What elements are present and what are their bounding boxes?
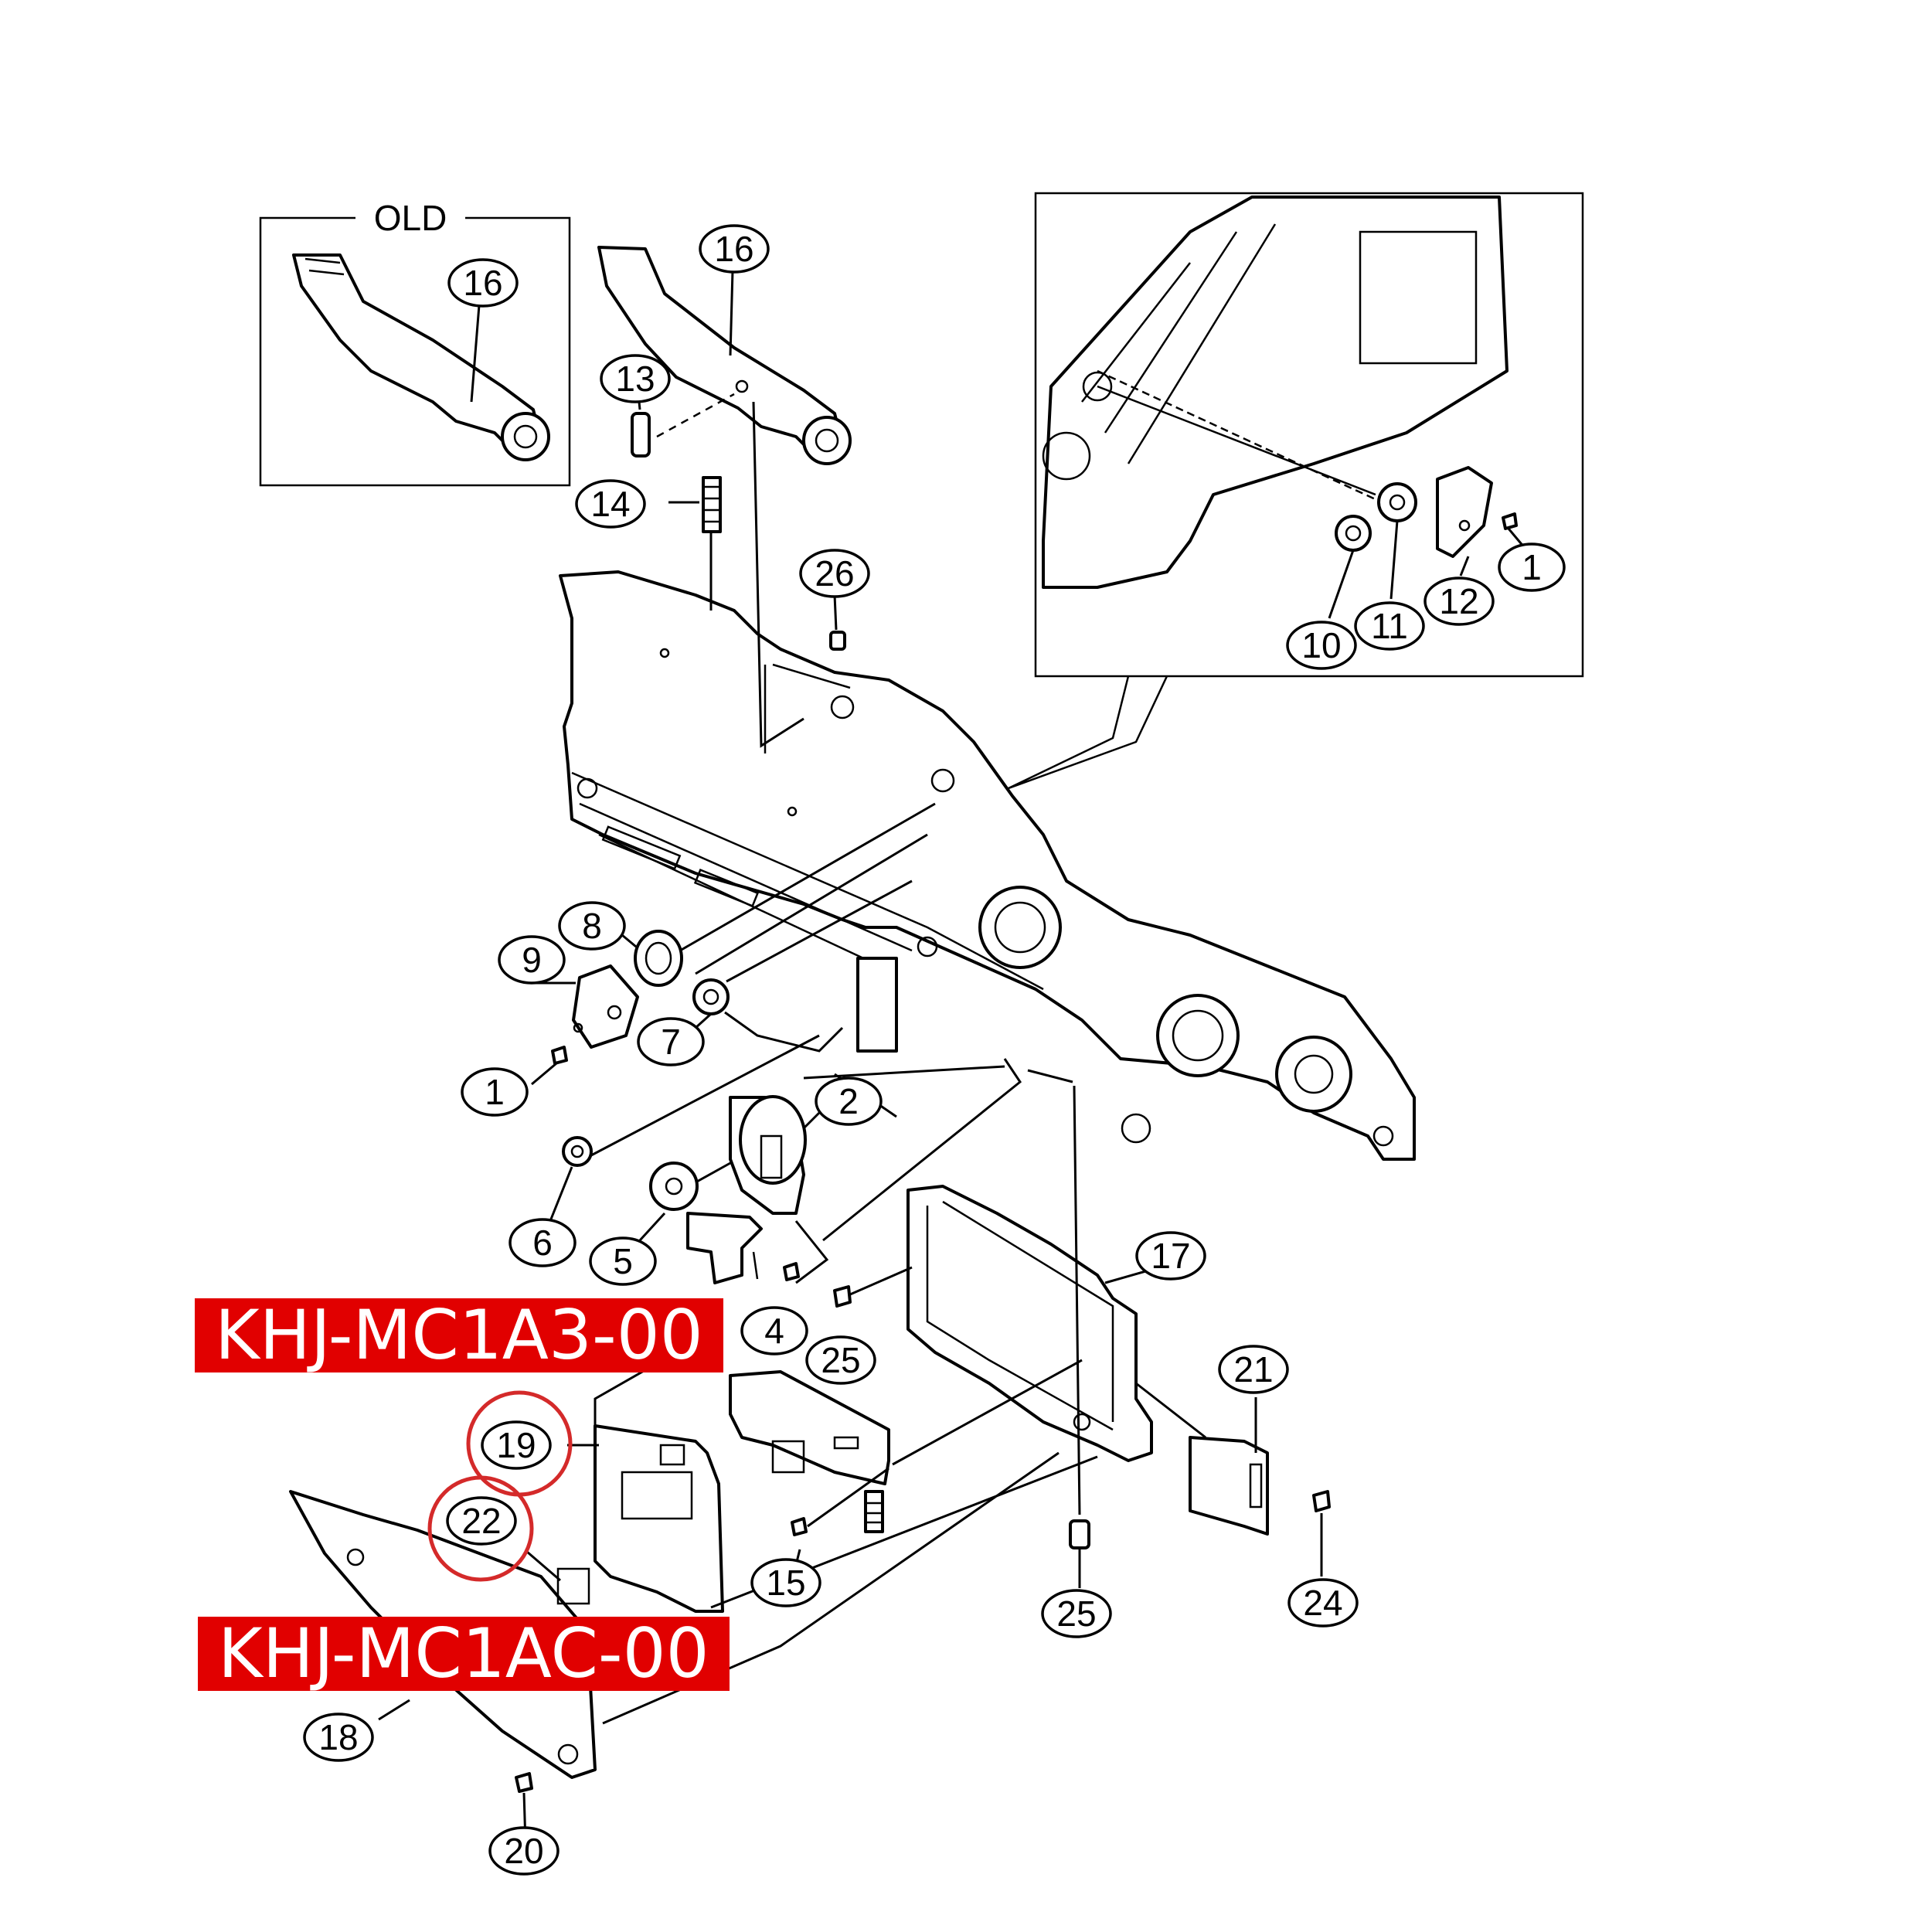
callout-16: 16 (699, 224, 770, 274)
callout-1-top: 1 (1498, 543, 1566, 592)
callout-16-old: 16 (447, 258, 519, 308)
svg-text:21: 21 (1233, 1349, 1273, 1389)
callout-26: 26 (799, 549, 870, 598)
svg-text:20: 20 (504, 1831, 543, 1871)
svg-text:22: 22 (461, 1501, 501, 1541)
connector-part-21 (1189, 1436, 1269, 1536)
screw-part-4 (783, 1262, 800, 1281)
callout-6: 6 (509, 1218, 577, 1267)
screw-part-15 (791, 1517, 808, 1536)
callout-25-bottom: 25 (1041, 1589, 1112, 1638)
svg-text:10: 10 (1301, 625, 1341, 665)
callout-1-left: 1 (461, 1067, 529, 1117)
callout-13: 13 (600, 354, 671, 403)
gear-part-8 (634, 930, 683, 987)
callout-2: 2 (815, 1077, 883, 1126)
screw-part-25-left (833, 1285, 852, 1308)
svg-text:8: 8 (582, 906, 602, 946)
screw-part-1-left (551, 1046, 568, 1065)
highlight-circle-22 (427, 1475, 534, 1582)
pin-part-13 (631, 393, 735, 457)
part-number-banner-lower: KHJ-MC1AC-00 (198, 1617, 730, 1691)
svg-text:26: 26 (815, 553, 854, 594)
svg-text:1: 1 (485, 1072, 505, 1112)
svg-text:19: 19 (496, 1425, 536, 1465)
svg-text:9: 9 (522, 940, 542, 980)
callout-11: 11 (1354, 601, 1425, 651)
gear-part-6 (562, 1136, 593, 1167)
motor-part-2 (686, 1095, 807, 1284)
callout-9: 9 (498, 935, 566, 985)
svg-text:25: 25 (1056, 1594, 1096, 1634)
svg-text:12: 12 (1439, 581, 1478, 621)
detail-inset (1008, 192, 1584, 790)
leader-lines (378, 270, 1530, 1844)
callout-24: 24 (1287, 1578, 1359, 1628)
svg-text:25: 25 (821, 1340, 860, 1380)
part-number-banner-upper: KHJ-MC1A3-00 (195, 1298, 723, 1372)
old-version-inset: OLD (259, 198, 571, 487)
callout-17: 17 (1135, 1231, 1206, 1281)
spring-part-14 (702, 476, 722, 533)
callout-19: 19 (481, 1420, 552, 1470)
screw-part-20 (515, 1772, 533, 1793)
screw-part-24 (1312, 1490, 1331, 1512)
svg-text:7: 7 (661, 1022, 681, 1062)
svg-text:2: 2 (838, 1081, 859, 1121)
svg-text:14: 14 (590, 484, 630, 524)
svg-text:17: 17 (1151, 1236, 1190, 1276)
svg-text:5: 5 (613, 1241, 633, 1281)
callout-5: 5 (589, 1236, 657, 1286)
screw-part-25-bottom (1069, 1519, 1090, 1549)
svg-text:15: 15 (766, 1563, 805, 1603)
callout-14: 14 (575, 479, 646, 529)
callout-12: 12 (1423, 577, 1495, 626)
pcb-board (729, 1370, 890, 1533)
svg-text:18: 18 (318, 1717, 358, 1757)
svg-text:6: 6 (532, 1223, 553, 1263)
svg-text:16: 16 (463, 263, 502, 303)
svg-text:4: 4 (764, 1311, 784, 1351)
old-label: OLD (374, 198, 447, 238)
callout-8: 8 (558, 901, 626, 951)
plate-part-9 (572, 964, 639, 1049)
svg-text:1: 1 (1522, 547, 1542, 587)
callout-25-left: 25 (805, 1335, 876, 1385)
callout-7: 7 (637, 1017, 705, 1066)
cover-plate-part-19 (594, 1424, 724, 1613)
callout-15: 15 (750, 1558, 821, 1607)
callout-10: 10 (1286, 621, 1357, 670)
arm-part-16 (597, 246, 852, 465)
gear-part-5 (649, 1162, 699, 1211)
gear-part-7 (692, 978, 730, 1015)
callout-20: 20 (488, 1826, 560, 1876)
svg-text:11: 11 (1371, 606, 1408, 646)
svg-text:13: 13 (615, 359, 655, 399)
callout-21: 21 (1218, 1345, 1289, 1394)
callout-18: 18 (303, 1713, 374, 1762)
feeder-main-frame (559, 570, 1416, 1161)
svg-text:24: 24 (1303, 1583, 1342, 1623)
callout-22: 22 (446, 1496, 517, 1546)
side-panel-part-17 (906, 1185, 1153, 1462)
screw-part-26 (829, 631, 846, 651)
svg-text:16: 16 (714, 229, 753, 269)
callout-4: 4 (740, 1306, 808, 1355)
